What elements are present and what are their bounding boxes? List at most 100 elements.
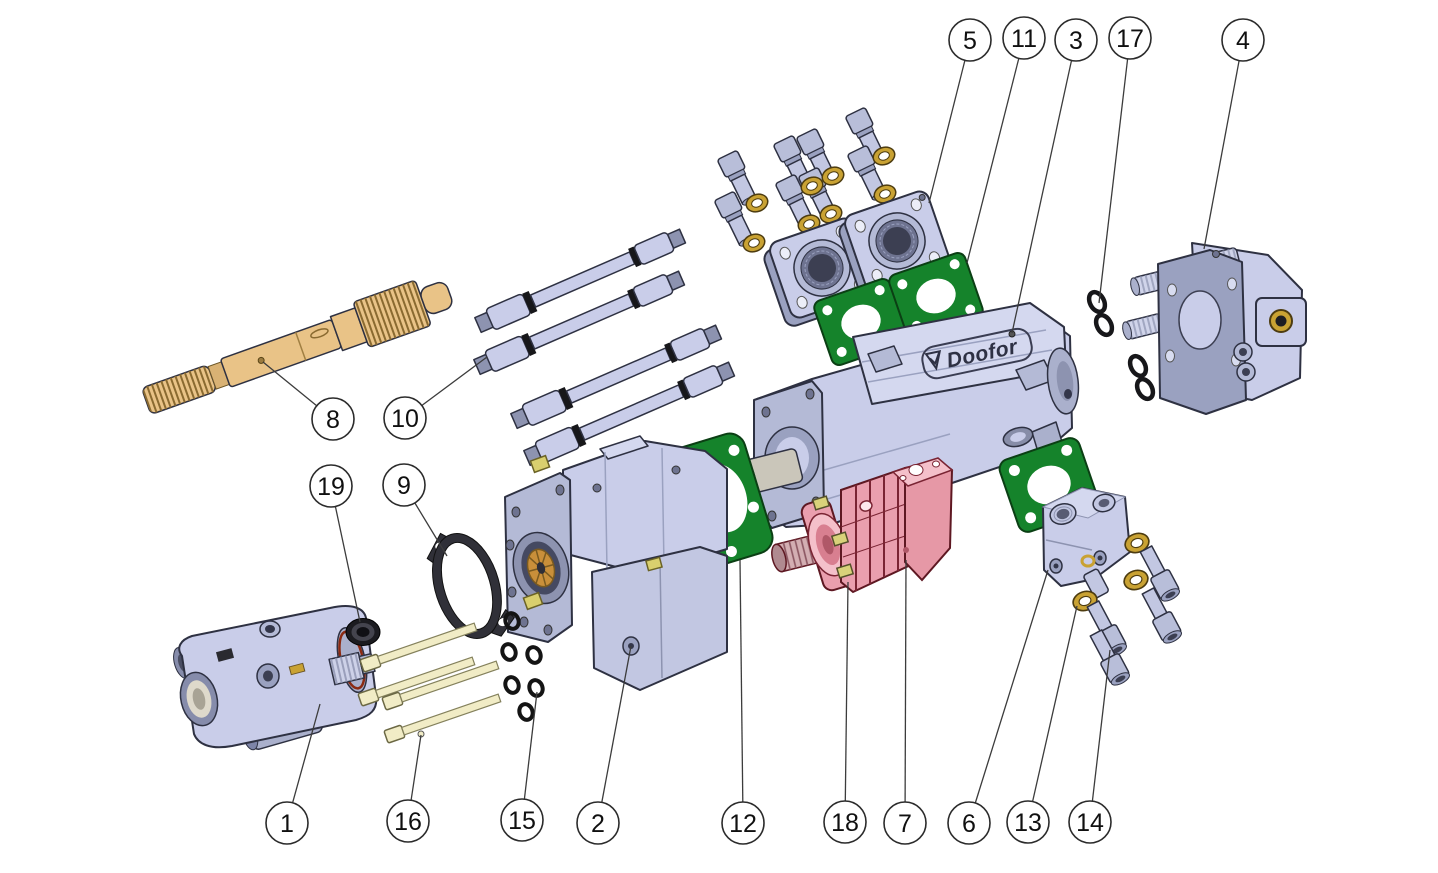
part-1-head-assembly: [173, 605, 378, 751]
callout-leader-line: [601, 645, 632, 803]
part-2-gear-housing: [504, 435, 728, 691]
callout-11: 11: [966, 16, 1046, 264]
o-ring: [498, 640, 520, 664]
callout-number: 4: [1236, 27, 1250, 55]
callout-leader-line: [904, 559, 907, 803]
callout-leader-line: [1031, 605, 1078, 802]
callout-leader-line: [410, 734, 422, 801]
callout-19: 19: [309, 464, 361, 623]
callout-number: 19: [317, 473, 345, 501]
callout-circle: [1002, 16, 1046, 60]
callout-circle: [309, 464, 353, 508]
callout-number: 17: [1116, 25, 1144, 53]
callout-leader-line: [1203, 60, 1240, 250]
callout-number: 8: [326, 406, 340, 434]
callout-18: 18: [823, 581, 867, 844]
callout-number: 11: [1011, 25, 1037, 53]
callout-number: 2: [591, 810, 605, 838]
callout-3: 3: [1011, 18, 1098, 334]
callout-16: 16: [386, 734, 430, 843]
retainer-clip: [1086, 289, 1108, 314]
callout-1: 1: [265, 703, 321, 845]
callout-leader-line: [844, 581, 849, 802]
callout-leader-line: [523, 691, 538, 800]
part-18-7-gear-pump: [771, 457, 954, 594]
green-gasket: [888, 251, 984, 341]
callouts-layer: 5 11 3 17 4 8 10 19 9 1 16 15 2 12 18 7 6 13 14: [262, 16, 1265, 845]
callout-circle: [1068, 800, 1112, 844]
callout-circle: [311, 397, 355, 441]
part-5-port-flanges: [763, 190, 950, 327]
callout-leader-line: [739, 559, 744, 803]
callout-7: 7: [883, 559, 927, 845]
part-19-nut: [345, 618, 381, 646]
callout-number: 5: [963, 27, 977, 55]
callout-circle: [1108, 16, 1152, 60]
callout-15: 15: [500, 691, 544, 842]
o-ring: [515, 700, 537, 724]
callout-leader-line: [334, 506, 361, 623]
callout-5: 5: [928, 18, 992, 204]
callout-leader-line: [262, 361, 318, 407]
brand-logo-icon: [924, 349, 942, 371]
callout-circle: [948, 18, 992, 62]
callout-number: 10: [391, 405, 419, 433]
o-ring: [501, 673, 523, 697]
callout-number: 16: [394, 808, 422, 836]
callout-6: 6: [947, 569, 1049, 845]
callout-number: 14: [1076, 809, 1104, 837]
callout-circle: [383, 396, 427, 440]
callout-2: 2: [576, 645, 632, 845]
callout-10: 10: [383, 356, 488, 440]
callout-leader-line: [414, 502, 448, 557]
callout-leader-line: [1011, 60, 1073, 334]
callout-14: 14: [1068, 649, 1112, 844]
callout-number: 7: [898, 810, 912, 838]
callout-13: 13: [1006, 605, 1078, 844]
retainer-clip: [1127, 353, 1149, 378]
callout-12: 12: [721, 559, 765, 845]
callout-number: 9: [397, 472, 411, 500]
callout-circle: [576, 801, 620, 845]
callout-circle: [883, 801, 927, 845]
o-ring: [523, 643, 545, 667]
part-10-tie-rods: [471, 224, 737, 470]
callout-number: 1: [280, 810, 294, 838]
callout-number: 3: [1069, 27, 1083, 55]
callout-circle: [1054, 18, 1098, 62]
housing-bore-splines: [512, 531, 570, 605]
callout-circle: [1221, 18, 1265, 62]
shaft-lube-hole: [257, 356, 265, 364]
callout-circle: [386, 799, 430, 843]
callout-number: 13: [1014, 809, 1042, 837]
callout-circle: [1006, 800, 1050, 844]
brass-washer: [1120, 566, 1152, 594]
retainer-clip: [1134, 376, 1156, 401]
stud: [1120, 312, 1165, 342]
main-motor-body: Doofor: [735, 302, 1080, 529]
part-8-shaft: [142, 280, 453, 414]
callout-circle: [265, 801, 309, 845]
callout-9: 9: [382, 463, 448, 557]
callout-leader-line: [291, 703, 321, 803]
retainer-clip: [1093, 312, 1115, 337]
callout-leader-line: [1091, 649, 1111, 802]
callout-number: 15: [508, 807, 536, 835]
callout-8: 8: [262, 361, 355, 441]
callout-leader-line: [966, 58, 1020, 264]
callout-number: 6: [962, 810, 976, 838]
callout-17: 17: [1098, 16, 1152, 304]
part-4-rear-flange: [1120, 242, 1307, 415]
part-6-end-cover: [1041, 487, 1131, 599]
callout-leader-line: [1098, 58, 1129, 304]
callout-circle: [947, 801, 991, 845]
callout-number: 12: [729, 810, 757, 838]
callout-circle: [500, 798, 544, 842]
callout-circle: [721, 801, 765, 845]
o-ring: [525, 676, 547, 700]
callout-leader-line: [974, 569, 1049, 804]
callout-leader-line: [928, 60, 966, 204]
callout-4: 4: [1203, 18, 1265, 250]
